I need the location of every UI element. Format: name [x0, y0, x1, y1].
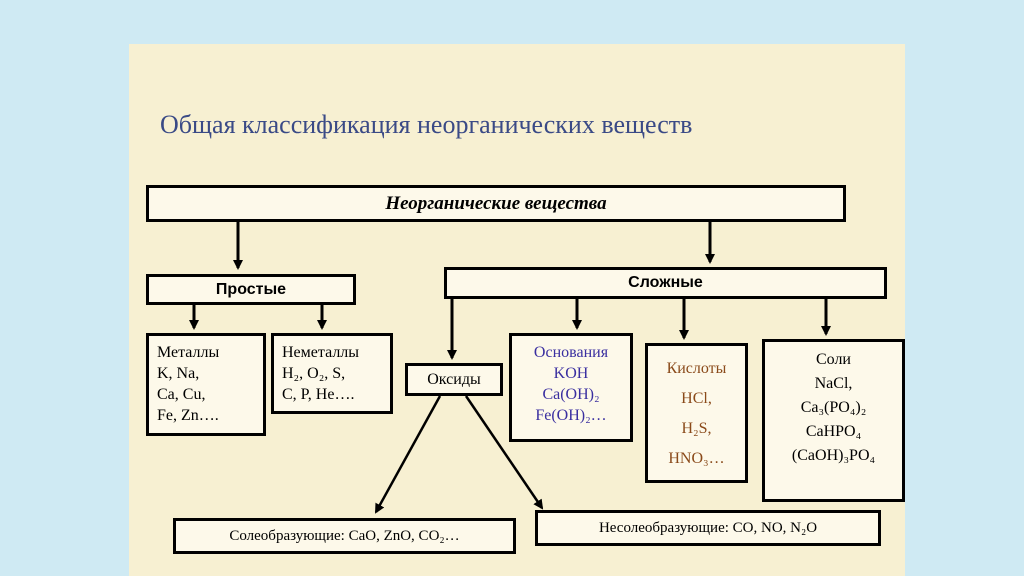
oxides-box: Оксиды	[405, 363, 503, 396]
complex-box: Сложные	[444, 267, 887, 299]
acids-heading: Кислоты	[666, 360, 727, 377]
acids-line-1: HCl,	[681, 390, 712, 407]
salts-line-2: Ca₃(PO₄)₂	[800, 399, 867, 416]
arrow-oxides-salt-forming	[374, 395, 442, 514]
metals-line-1: K, Na,	[157, 365, 200, 382]
salts-line-3: CaHPO₄	[805, 423, 862, 440]
salts-line-4: (CaOH)₃PO₄	[791, 447, 876, 464]
salts-line-1: NaCl,	[814, 375, 853, 392]
bases-box: Основания KOH Ca(OH)₂ Fe(OH)₂…	[509, 333, 633, 442]
nonmetals-line-1: H₂, O₂, S,	[282, 365, 346, 382]
metals-line-3: Fe, Zn….	[157, 407, 219, 424]
metals-box: Металлы K, Na, Ca, Cu, Fe, Zn….	[146, 333, 266, 436]
bases-line-2: Ca(OH)₂	[542, 386, 600, 403]
non-salt-forming-box: Несолеобразующие: CO, NO, N₂O	[535, 510, 881, 546]
salts-box: Соли NaCl, Ca₃(PO₄)₂ CaHPO₄ (CaOH)₃PO₄	[762, 339, 905, 502]
diagram-title: Общая классификация неорганических вещес…	[160, 110, 693, 139]
bases-line-3: Fe(OH)₂…	[535, 407, 607, 424]
salts-heading: Соли	[815, 351, 851, 368]
acids-box: Кислоты HCl, H₂S, HNO₃…	[645, 343, 748, 483]
arrow-oxides-non-salt-forming	[464, 395, 544, 510]
bases-line-1: KOH	[553, 365, 589, 382]
nonmetals-line-2: C, P, He….	[282, 386, 355, 403]
acids-line-3: HNO₃…	[668, 450, 725, 467]
salt-forming-box: Солеобразующие: CaO, ZnO, CO₂…	[173, 518, 516, 554]
acids-line-2: H₂S,	[681, 420, 712, 437]
nonmetals-heading: Неметаллы	[282, 344, 360, 361]
nonmetals-box: Неметаллы H₂, O₂, S, C, P, He….	[271, 333, 393, 414]
root-box: Неорганические вещества	[146, 185, 846, 222]
simple-box: Простые	[146, 274, 356, 305]
bases-heading: Основания	[533, 344, 609, 361]
metals-heading: Металлы	[157, 344, 220, 361]
metals-line-2: Ca, Cu,	[157, 386, 206, 403]
